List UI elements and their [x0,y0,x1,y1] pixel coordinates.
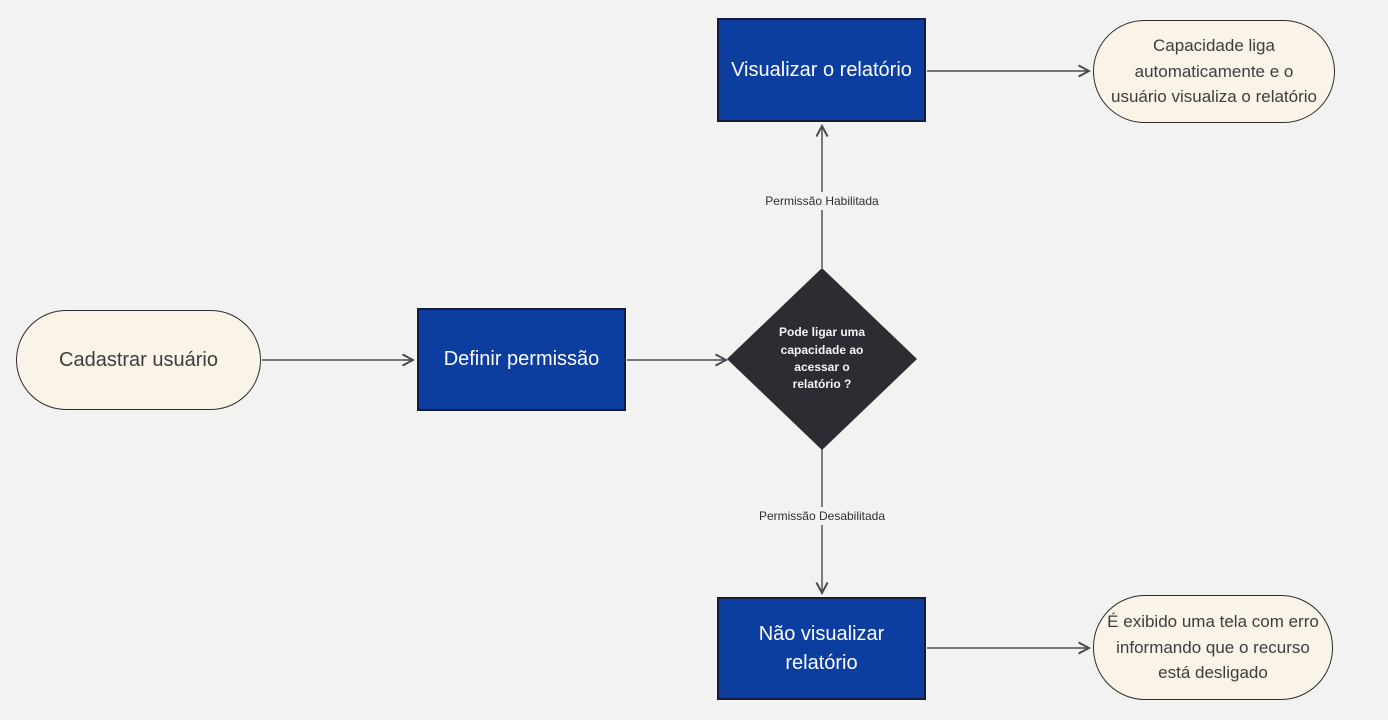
node-label: Pode ligar uma capacidade ao acessar o r… [778,325,866,392]
node-process-nao-visualizar-relatorio[interactable]: Não visualizar relatório [717,597,926,700]
node-end-capacidade-liga[interactable]: Capacidade liga automaticamente e o usuá… [1093,20,1335,123]
node-start-cadastrar-usuario[interactable]: Cadastrar usuário [16,310,261,410]
edge-label-permissao-desabilitada: Permissão Desabilitada [753,507,891,525]
node-process-visualizar-relatorio[interactable]: Visualizar o relatório [717,18,926,122]
edge-label-permissao-habilitada: Permissão Habilitada [760,192,884,210]
node-label: Cadastrar usuário [59,348,218,371]
node-label: Visualizar o relatório [731,58,912,81]
node-label: Definir permissão [443,348,600,370]
node-decision-pode-ligar-capacidade[interactable]: Pode ligar uma capacidade ao acessar o r… [727,268,917,450]
node-label: Capacidade liga automaticamente e o usuá… [1111,36,1317,107]
node-label: É exibido uma tela com erro informando q… [1107,612,1319,683]
node-label: Não visualizar relatório [758,622,885,674]
node-end-tela-com-erro[interactable]: É exibido uma tela com erro informando q… [1093,595,1333,700]
node-process-definir-permissao[interactable]: Definir permissão [417,308,626,411]
